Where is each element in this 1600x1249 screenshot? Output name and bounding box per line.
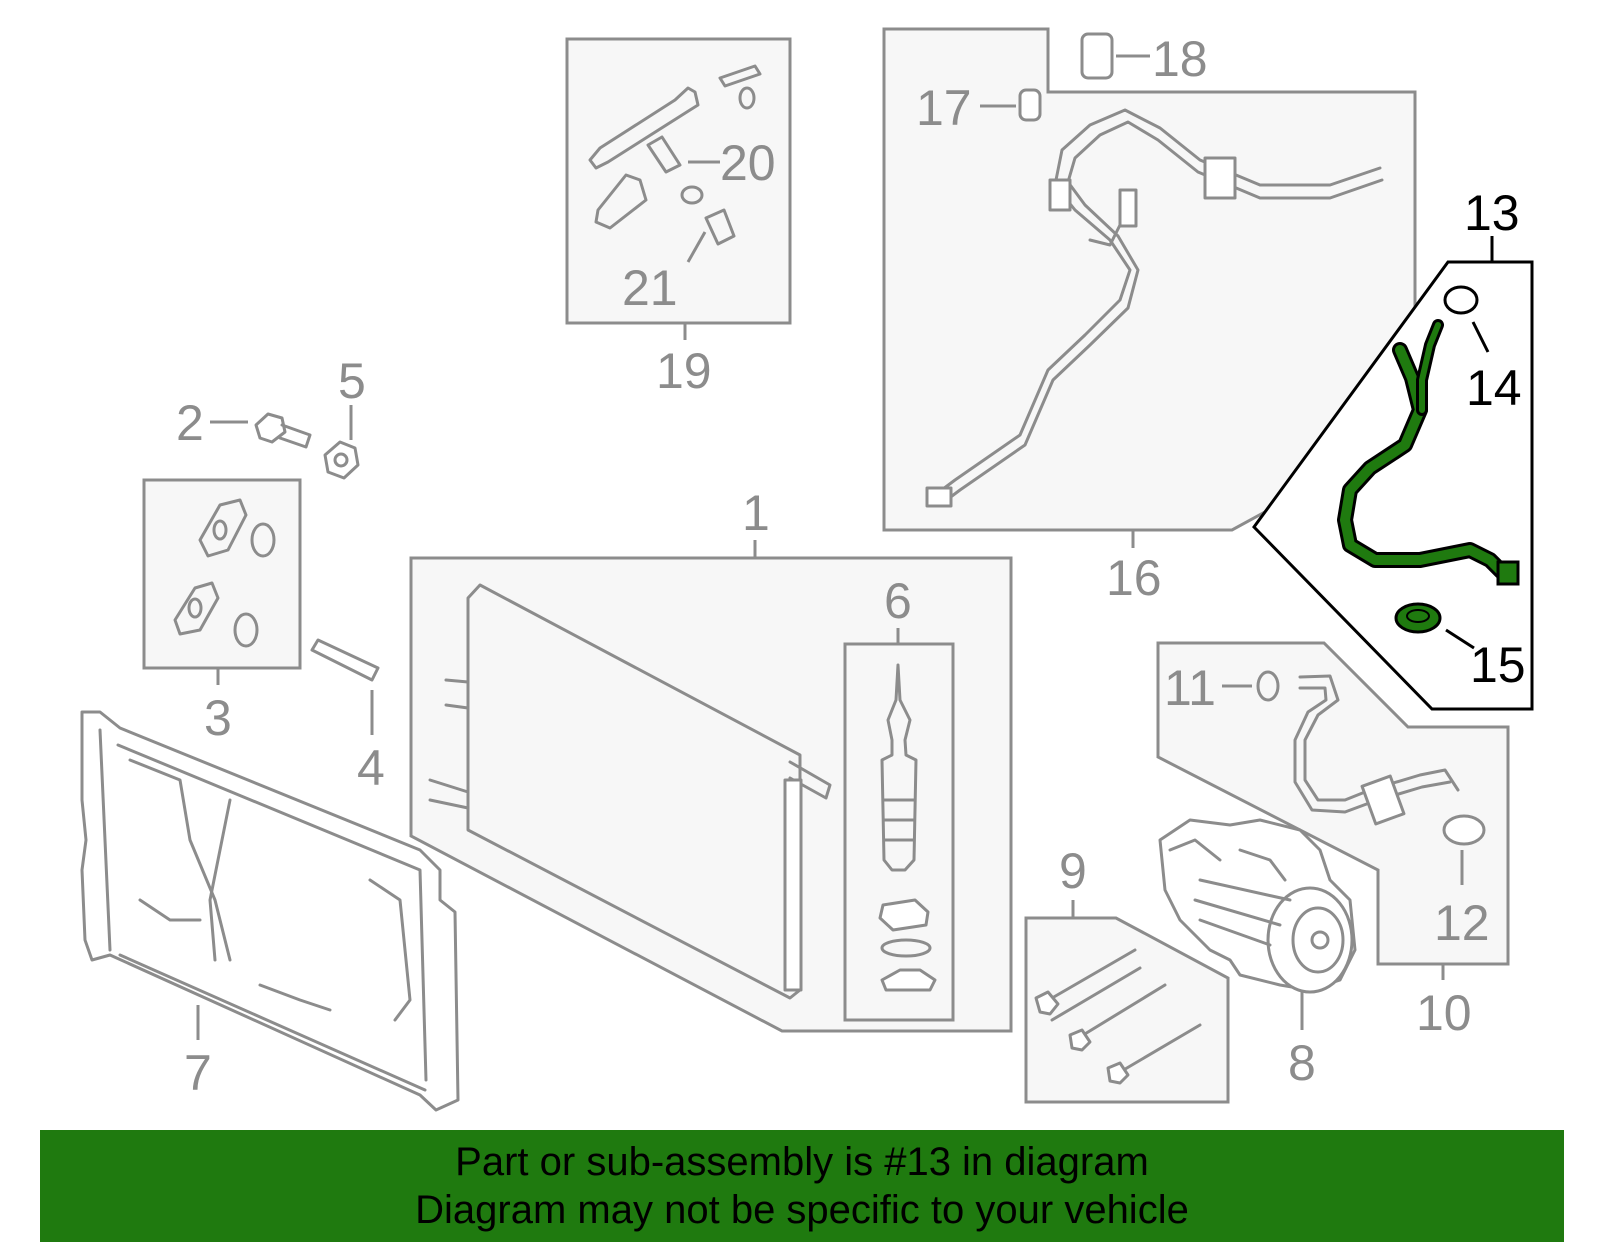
group-9-box: [1024, 900, 1230, 1104]
compressor: [1158, 818, 1357, 1030]
callout-13: 13: [1464, 185, 1520, 241]
callout-6: 6: [884, 573, 912, 629]
callout-7: 7: [184, 1045, 212, 1101]
banner-line-1: Part or sub-assembly is #13 in diagram: [455, 1140, 1149, 1184]
callout-15: 15: [1470, 637, 1526, 693]
fan-shroud: [80, 710, 460, 1112]
group-19-box: [565, 37, 792, 340]
callout-16: 16: [1106, 550, 1162, 606]
callout-19: 19: [656, 343, 712, 399]
callout-numbers: 1 2 3 4 5 6 7 8 9 10 11 12 13 14 15 16 1…: [176, 31, 1526, 1101]
callout-11: 11: [1164, 660, 1216, 716]
group-3-box: [142, 478, 302, 685]
callout-21: 21: [622, 260, 678, 316]
callout-10: 10: [1416, 985, 1472, 1041]
callout-14: 14: [1466, 360, 1522, 416]
info-banner: Part or sub-assembly is #13 in diagram D…: [40, 1130, 1564, 1242]
callout-17: 17: [916, 80, 972, 136]
callout-5: 5: [338, 353, 366, 409]
group-13-box: [1252, 236, 1534, 711]
loose-parts: [210, 405, 380, 735]
leader-14: [1471, 321, 1490, 353]
callout-8: 8: [1288, 1035, 1316, 1091]
callout-20: 20: [720, 135, 776, 191]
group-10-box: [1156, 641, 1510, 980]
banner-line-2: Diagram may not be specific to your vehi…: [415, 1188, 1189, 1232]
group-1-box: [409, 540, 1013, 1033]
callout-12: 12: [1434, 895, 1490, 951]
leader-15: [1445, 628, 1475, 650]
callout-1: 1: [742, 485, 770, 541]
callout-3: 3: [204, 690, 232, 746]
callout-9: 9: [1059, 843, 1087, 899]
callout-2: 2: [176, 395, 204, 451]
callout-18: 18: [1152, 31, 1208, 87]
callout-4: 4: [357, 740, 385, 796]
leader-21: [686, 231, 707, 263]
group-16-box: [882, 27, 1417, 548]
